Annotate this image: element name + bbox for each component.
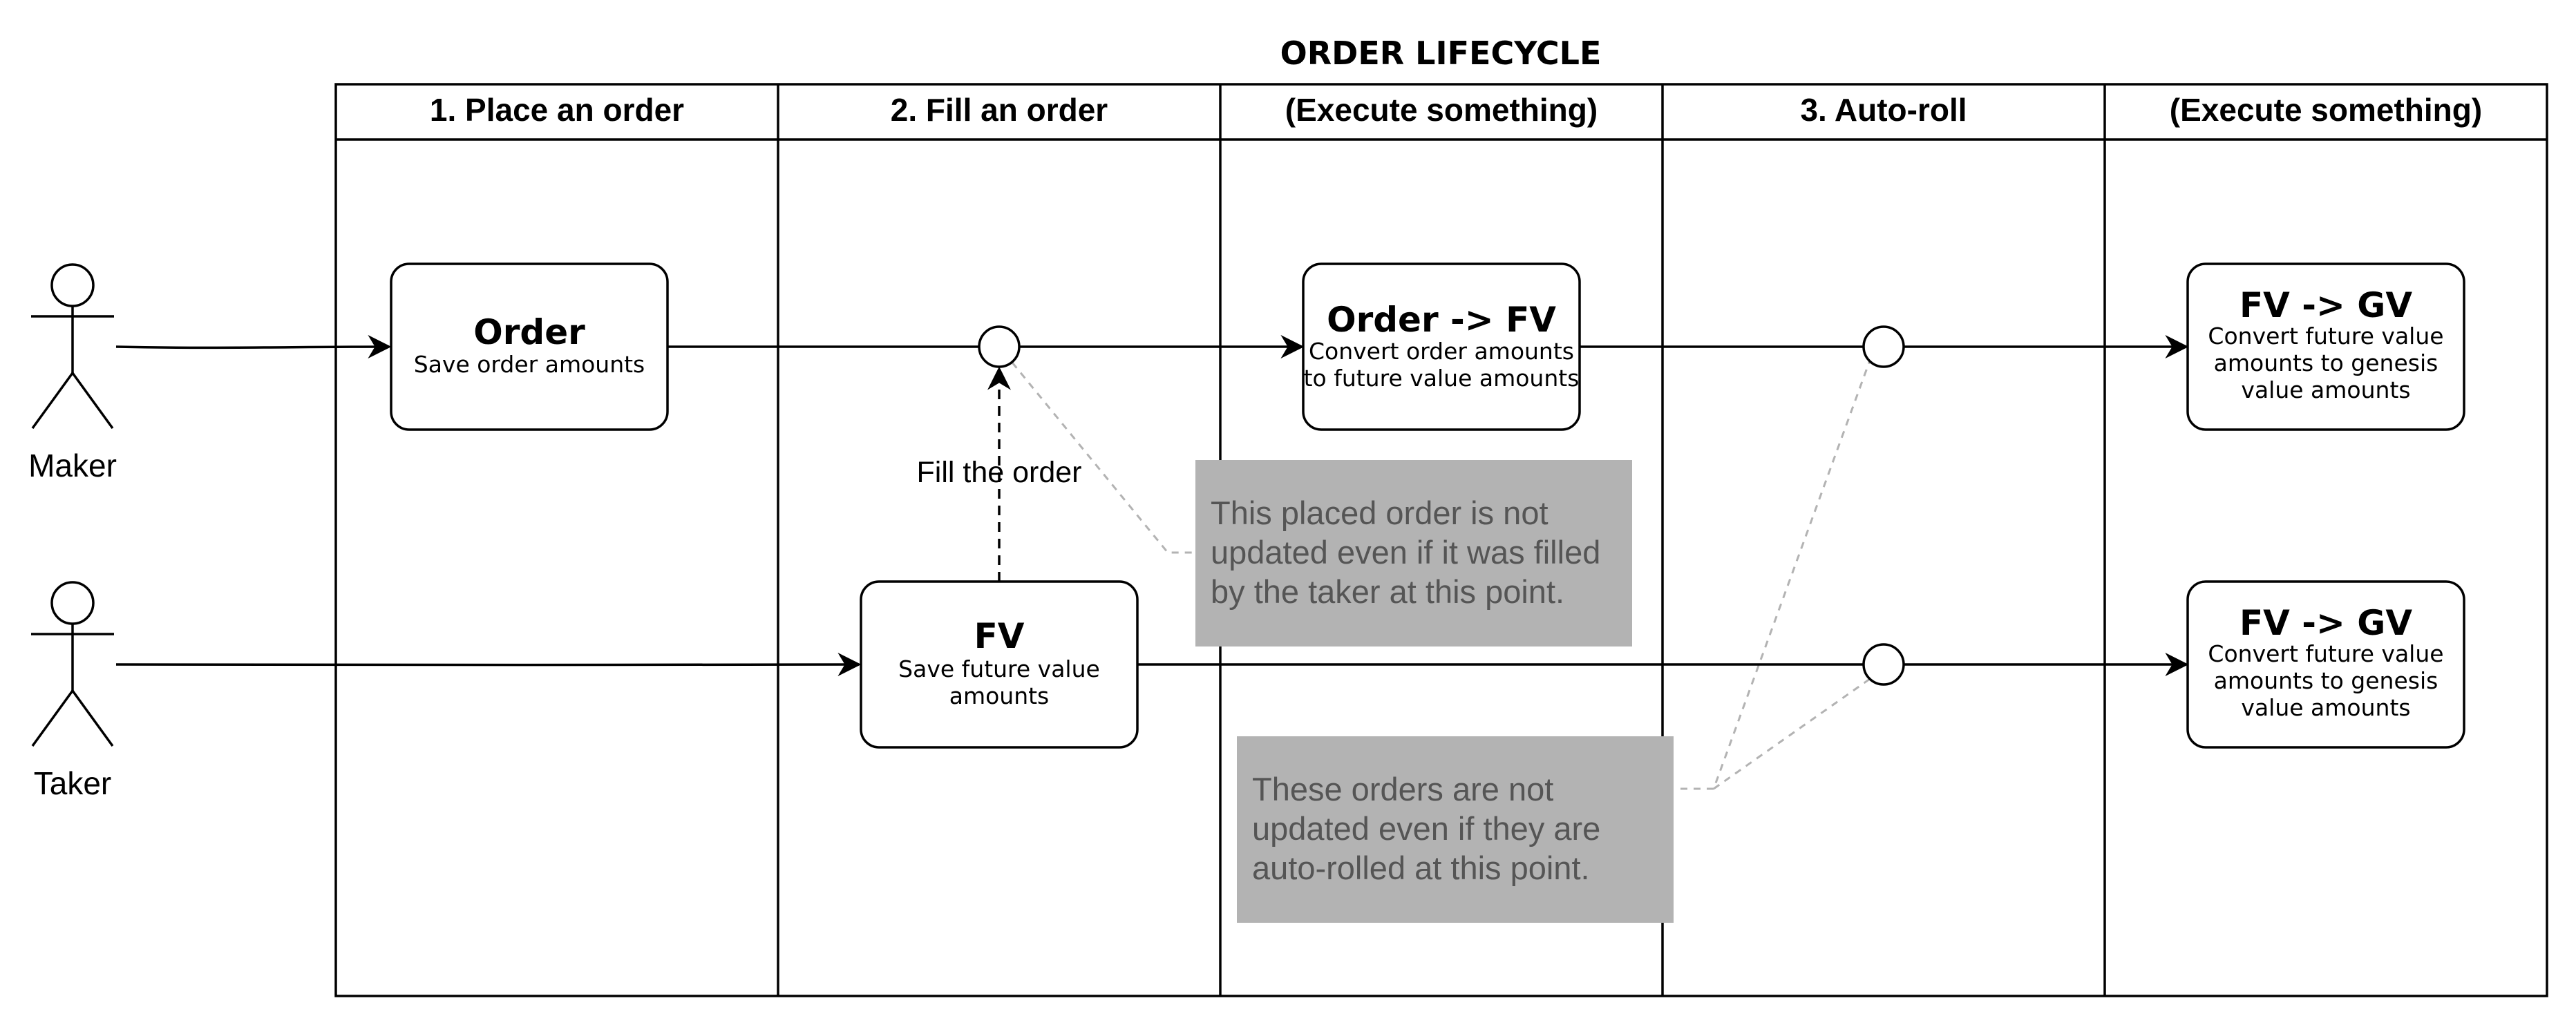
note-autoroll-line-1: These orders are not [1252, 771, 1553, 807]
note-connectors [1011, 360, 1871, 790]
auto-roll-junction-maker [1862, 325, 1905, 368]
fv-box: FV Save future value amounts [860, 580, 1139, 749]
order-box: Order Save order amounts [390, 262, 669, 431]
order-to-fv-title: Order -> FV [1327, 300, 1556, 340]
fill-junction [978, 325, 1021, 368]
fv-to-gv-maker-title: FV -> GV [2239, 285, 2412, 325]
fv-to-gv-taker-line-1: Convert future value [2208, 640, 2443, 667]
note-placed-line-1: This placed order is not [1211, 495, 1549, 531]
note-autoroll-line-2: updated even if they are [1252, 810, 1600, 847]
fv-to-gv-box-maker: FV -> GV Convert future value amounts to… [2186, 262, 2465, 431]
lane-header-place-order: 1. Place an order [430, 92, 684, 128]
taker-flow [115, 653, 2189, 677]
fv-to-gv-taker-line-3: value amounts [2241, 694, 2410, 721]
note-auto-roll: These orders are not updated even if the… [1237, 736, 1674, 923]
order-box-title: Order [473, 312, 585, 352]
fv-box-title: FV [974, 616, 1025, 656]
fv-to-gv-taker-title: FV -> GV [2239, 603, 2412, 643]
fv-box-body-line-2: amounts [949, 682, 1050, 709]
fv-to-gv-maker-line-2: amounts to genesis [2214, 349, 2438, 376]
fv-box-body-line-1: Save future value [898, 655, 1100, 682]
auto-roll-junction-taker [1862, 643, 1905, 686]
diagram-title: ORDER LIFECYCLE [1280, 35, 1602, 72]
note-placed-line-2: updated even if it was filled [1211, 534, 1600, 571]
taker-label: Taker [34, 765, 111, 801]
lane-header-fill-order: 2. Fill an order [891, 92, 1108, 128]
lane-header-execute-1: (Execute something) [1285, 92, 1598, 128]
note-placed-order: This placed order is not updated even if… [1195, 460, 1632, 646]
fv-to-gv-maker-line-3: value amounts [2241, 376, 2410, 403]
lane-header-execute-2: (Execute something) [2170, 92, 2482, 128]
order-to-fv-box: Order -> FV Convert order amounts to fut… [1302, 262, 1581, 431]
order-to-fv-body-line-2: to future value amounts [1304, 365, 1580, 392]
note-placed-line-3: by the taker at this point. [1211, 573, 1564, 610]
lane-header-auto-roll: 3. Auto-roll [1800, 92, 1967, 128]
maker-actor-icon [31, 263, 114, 430]
fv-to-gv-taker-line-2: amounts to genesis [2214, 667, 2438, 694]
fv-to-gv-box-taker: FV -> GV Convert future value amounts to… [2186, 580, 2465, 749]
fv-to-gv-maker-line-1: Convert future value [2208, 323, 2443, 349]
fill-order-label: Fill the order [917, 456, 1082, 489]
maker-label: Maker [28, 448, 117, 483]
order-box-body: Save order amounts [414, 351, 645, 378]
taker-actor-icon [31, 581, 114, 747]
order-to-fv-body-line-1: Convert order amounts [1309, 338, 1574, 365]
note-autoroll-line-3: auto-rolled at this point. [1252, 850, 1590, 886]
